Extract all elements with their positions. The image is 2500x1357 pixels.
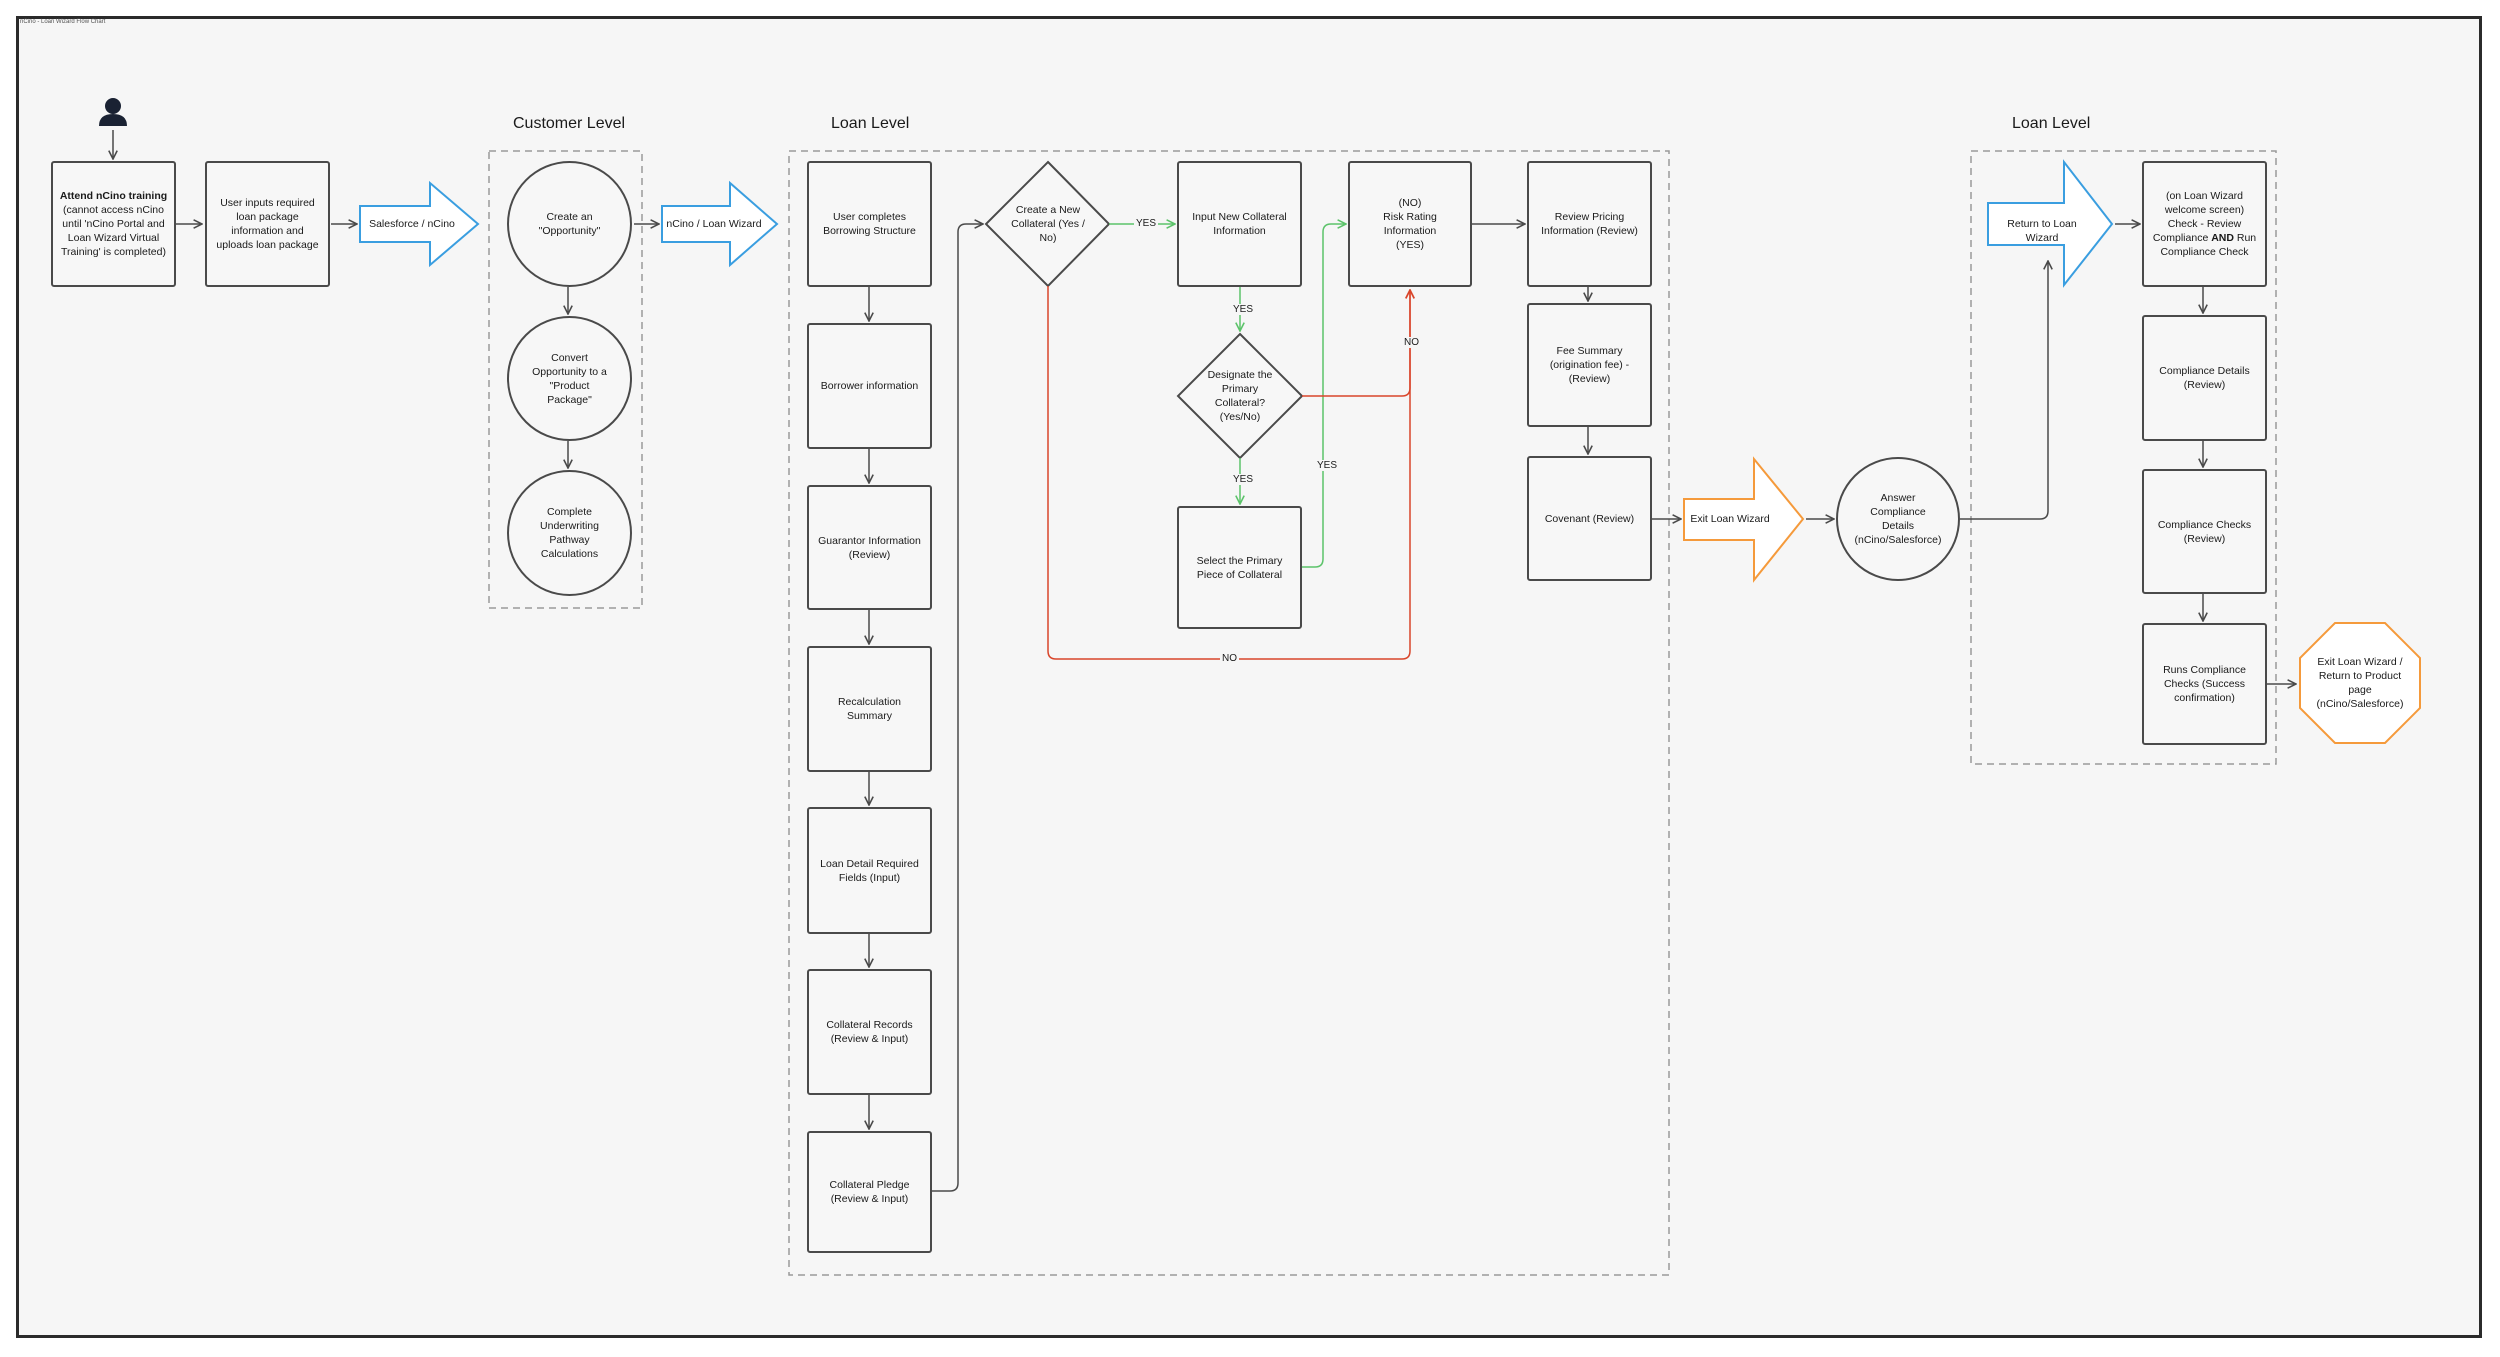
risk-rating-node: (NO) Risk Rating Information (YES) xyxy=(1348,161,1472,287)
borrowing-structure-node: User completes Borrowing Structure xyxy=(807,161,932,287)
attend-training-text: (cannot access nCino until 'nCino Portal… xyxy=(61,204,166,258)
edge-label-no-1: NO xyxy=(1402,337,1421,348)
complete-underwriting-node: Complete Underwriting Pathway Calculatio… xyxy=(507,470,632,596)
customer-level-group xyxy=(488,150,643,609)
loan-detail-fields-node: Loan Detail Required Fields (Input) xyxy=(807,807,932,934)
recalculation-summary-node: Recalculation Summary xyxy=(807,646,932,772)
convert-opportunity-node: Convert Opportunity to a "Product Packag… xyxy=(507,316,632,441)
exit-return-product-octagon xyxy=(2299,622,2421,744)
designate-primary-label: Designate the Primary Collateral? (Yes/N… xyxy=(1207,369,1273,423)
ncino-loan-wizard-arrow xyxy=(661,180,779,268)
return-to-loan-wizard-label: Return to Loan Wizard xyxy=(2007,218,2077,244)
attend-training-node: Attend nCino training (cannot access nCin… xyxy=(51,161,176,287)
create-new-collateral-label: Create a New Collateral (Yes / No) xyxy=(1011,204,1085,244)
loan-level-title-1: Loan Level xyxy=(831,115,910,132)
compliance-details-node: Compliance Details (Review) xyxy=(2142,315,2267,441)
salesforce-ncino-arrow xyxy=(359,180,480,268)
edge-label-yes-1: YES xyxy=(1134,218,1159,229)
select-primary-node: Select the Primary Piece of Collateral xyxy=(1177,506,1302,629)
welcome-check-text-2: Run Compliance Check xyxy=(2160,232,2257,258)
input-new-collateral-node: Input New Collateral Information xyxy=(1177,161,1302,287)
welcome-check-node: (on Loan Wizard welcome screen) Check - … xyxy=(2142,161,2267,287)
create-opportunity-node: Create an "Opportunity" xyxy=(507,161,632,287)
user-inputs-node: User inputs required loan package inform… xyxy=(205,161,330,287)
loan-level-group-1 xyxy=(788,150,1670,1276)
collateral-pledge-node: Collateral Pledge (Review & Input) xyxy=(807,1131,932,1253)
return-to-loan-wizard-arrow xyxy=(1987,159,2114,288)
person-icon xyxy=(99,98,127,126)
ncino-loan-wizard-label: nCino / Loan Wizard xyxy=(666,218,762,230)
loan-level-group-2 xyxy=(1970,150,2277,765)
exit-return-product-label: Exit Loan Wizard / Return to Product pag… xyxy=(2316,656,2404,710)
covenant-node: Covenant (Review) xyxy=(1527,456,1652,581)
collateral-records-node: Collateral Records (Review & Input) xyxy=(807,969,932,1095)
edge-label-yes-4: YES xyxy=(1315,460,1340,471)
loan-level-title-2: Loan Level xyxy=(2012,115,2091,132)
welcome-check-text-1: (on Loan Wizard welcome screen) Check - … xyxy=(2152,190,2245,244)
salesforce-ncino-label: Salesforce / nCino xyxy=(369,218,455,230)
exit-loan-wizard-arrow xyxy=(1683,456,1805,583)
compliance-checks-node: Compliance Checks (Review) xyxy=(2142,469,2267,594)
edge-label-yes-3: YES xyxy=(1231,474,1256,485)
attend-training-bold: Attend nCino training xyxy=(59,190,168,202)
review-pricing-node: Review Pricing Information (Review) xyxy=(1527,161,1652,287)
guarantor-information-node: Guarantor Information (Review) xyxy=(807,485,932,610)
customer-level-title: Customer Level xyxy=(513,115,626,132)
answer-compliance-node: Answer Compliance Details (nCino/Salesfo… xyxy=(1836,457,1960,581)
frame-title: nCino - Loan Wizard Flow Chart xyxy=(20,19,106,25)
runs-compliance-node: Runs Compliance Checks (Success confirma… xyxy=(2142,623,2267,745)
exit-loan-wizard-label: Exit Loan Wizard xyxy=(1690,513,1770,525)
edge-label-yes-2: YES xyxy=(1231,304,1256,315)
borrower-information-node: Borrower information xyxy=(807,323,932,449)
welcome-check-bold: AND xyxy=(2211,232,2234,244)
fee-summary-node: Fee Summary (origination fee) - (Review) xyxy=(1527,303,1652,427)
edge-label-no-2: NO xyxy=(1220,653,1239,664)
